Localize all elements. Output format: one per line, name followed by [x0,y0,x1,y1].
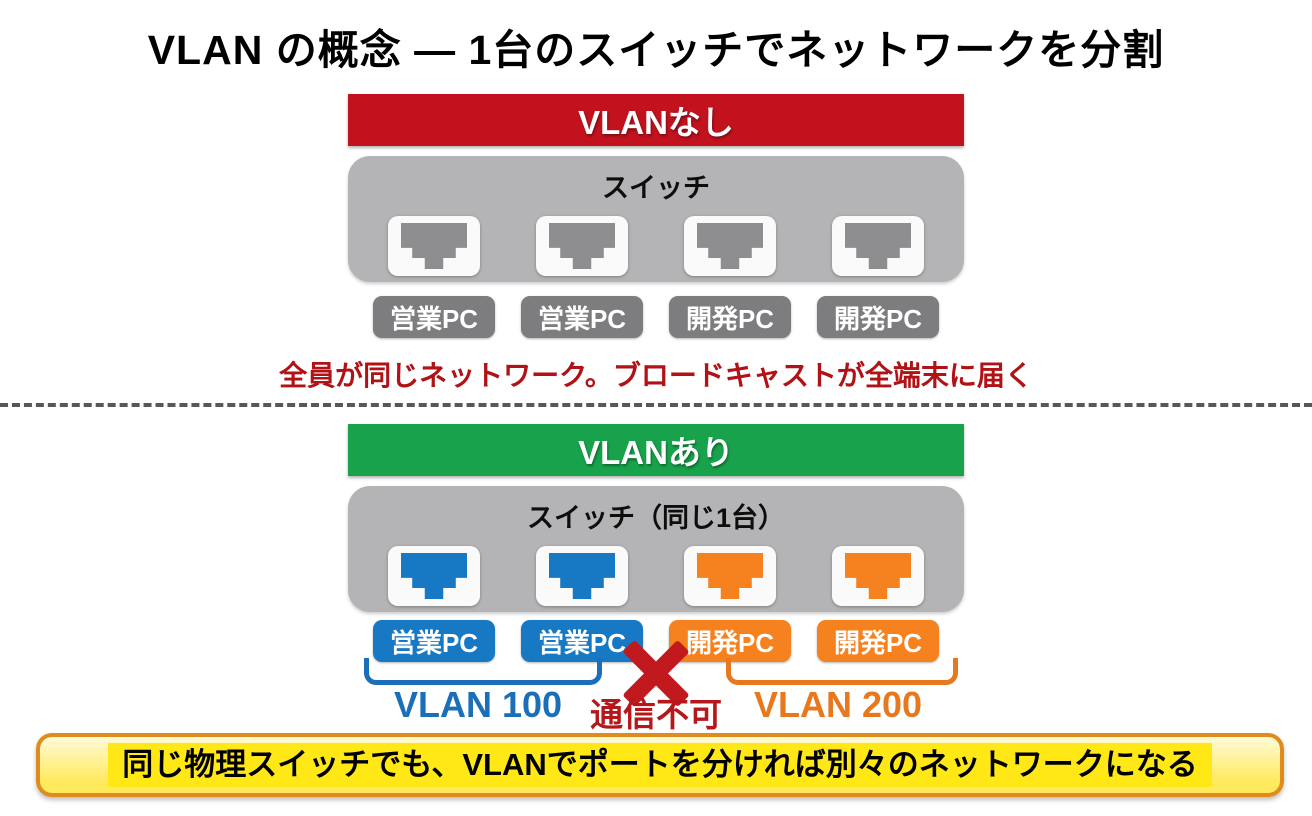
rj45-jack-icon [549,223,615,269]
ethernet-port-icon [832,216,924,276]
pc-badge-label: 営業PC [537,627,627,658]
rj45-jack-icon [697,553,763,599]
ethernet-port-icon [832,546,924,606]
pc-badge: 営業PC [521,620,643,662]
footer-banner: 同じ物理スイッチでも、VLANでポートを分ければ別々のネットワークになる [36,733,1284,797]
no-vlan-section-header: VLANなし [348,94,964,146]
switch-with-vlan-ports [348,546,964,606]
rj45-jack-icon [401,553,467,599]
ethernet-port-icon [536,216,628,276]
pc-badge: 開発PC [817,620,939,662]
switch-with-vlan: スイッチ（同じ1台） [348,486,964,612]
ethernet-port-icon [388,546,480,606]
pc-badge-label: 開発PC [833,627,923,658]
no-communication-label: 通信不可 [590,696,722,733]
footer-banner-text: 同じ物理スイッチでも、VLANでポートを分ければ別々のネットワークになる [108,743,1212,787]
pc-badge: 開発PC [669,620,791,662]
pc-badge-label: 開発PC [685,627,775,658]
ethernet-port-icon [536,546,628,606]
pc-badge: 開発PC [669,296,791,338]
vlan-section-header: VLANあり [348,424,964,476]
no-vlan-caption: 全員が同じネットワーク。ブロードキャストが全端末に届く [279,360,1033,391]
pc-badge-label: 営業PC [537,303,627,334]
rj45-jack-icon [845,223,911,269]
ethernet-port-icon [684,216,776,276]
no-vlan-header-label: VLANなし [578,104,734,141]
switch-no-vlan-ports [348,216,964,276]
switch-no-vlan-label: スイッチ [602,173,710,203]
rj45-jack-icon [845,553,911,599]
pc-badge: 営業PC [373,620,495,662]
rj45-jack-icon [401,223,467,269]
section-divider [0,403,1312,407]
diagram-title: VLAN の概念 — 1台のスイッチでネットワークを分割 [147,27,1165,73]
vlan100-bracket [364,658,602,685]
rj45-jack-icon [549,553,615,599]
vlan-pc-row: 営業PC 営業PC 開発PC 開発PC [348,620,964,662]
pc-badge: 営業PC [373,296,495,338]
switch-no-vlan: スイッチ [348,156,964,282]
pc-badge-label: 開発PC [833,303,923,334]
pc-badge: 営業PC [521,296,643,338]
no-vlan-pc-row: 営業PC 営業PC 開発PC 開発PC [348,296,964,338]
ethernet-port-icon [684,546,776,606]
pc-badge-label: 営業PC [389,627,479,658]
vlan200-bracket [726,658,958,685]
pc-badge-label: 開発PC [685,303,775,334]
ethernet-port-icon [388,216,480,276]
vlan100-label: VLAN 100 [393,684,563,725]
rj45-jack-icon [697,223,763,269]
vlan200-label: VLAN 200 [753,684,923,725]
switch-with-vlan-label: スイッチ（同じ1台） [526,503,786,533]
pc-badge: 開発PC [817,296,939,338]
pc-badge-label: 営業PC [389,303,479,334]
vlan-header-label: VLANあり [578,434,734,471]
